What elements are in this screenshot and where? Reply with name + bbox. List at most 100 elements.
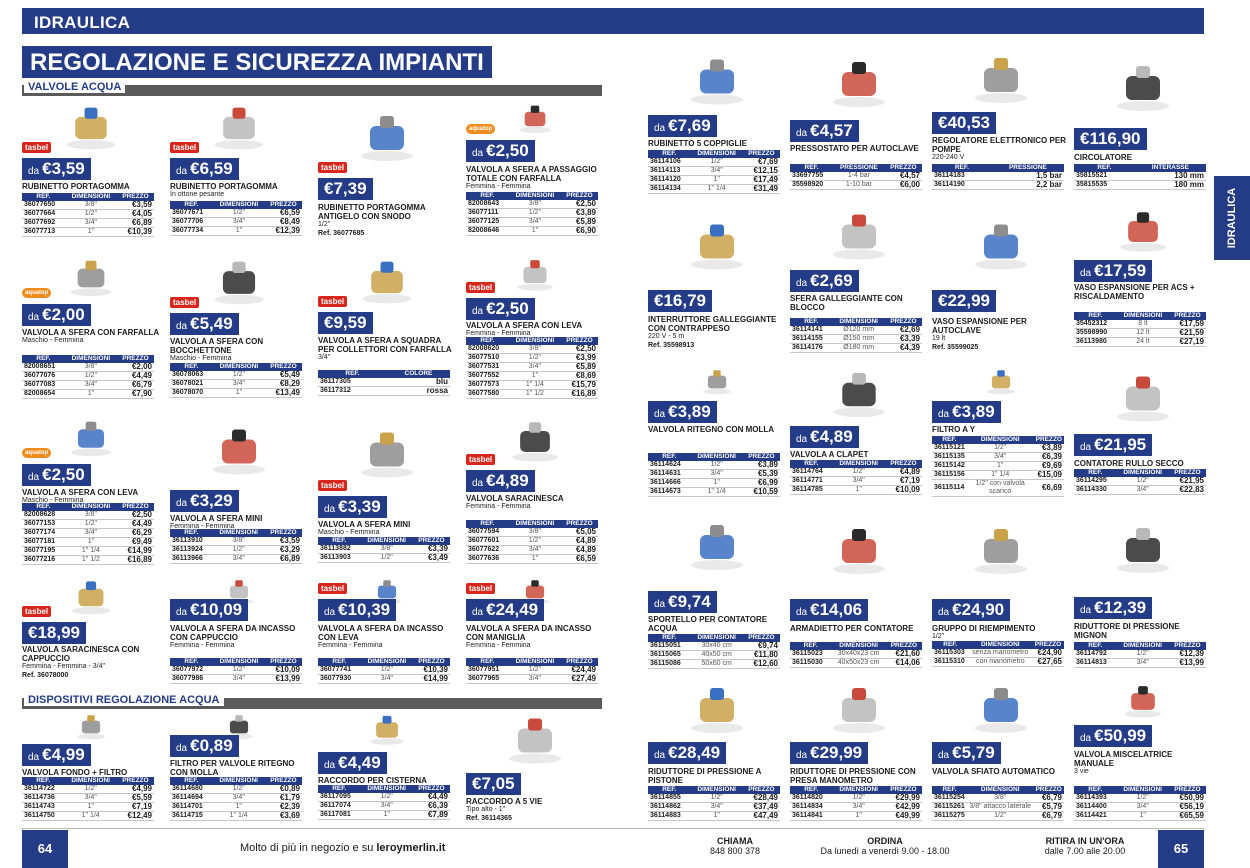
table-cell: 36115156 (932, 470, 967, 480)
table-header-cell: PREZZO (264, 658, 302, 666)
table-cell: €27,65 (1031, 657, 1064, 667)
table-cell: 36115261 (932, 802, 968, 812)
table-cell: 36114120 (648, 175, 691, 185)
table-cell: 3/4" (1116, 802, 1169, 812)
table-cell: 1" (508, 371, 561, 381)
table-cell: 36117095 (318, 793, 361, 802)
table-cell: 36077083 (22, 380, 65, 390)
table-cell: 1" (832, 485, 885, 495)
table-header-cell: REF. (648, 634, 691, 642)
price-value: €4,57 (810, 121, 853, 140)
table-cell: 36114673 (648, 487, 691, 497)
table-header-cell: PREZZO (264, 201, 302, 209)
table-cell: 3/8" (64, 511, 117, 520)
table-cell: 36077965 (466, 674, 509, 684)
price-tag: €16,79 (648, 290, 712, 312)
table-header-cell: PREZZO (1168, 469, 1206, 477)
page-number-left: 64 (22, 830, 68, 868)
table-cell: 24 lt (1116, 337, 1169, 347)
table-header-cell: REF. (648, 786, 691, 794)
table-cell: 1" (832, 811, 885, 821)
table-cell: 1" 1/4 (690, 184, 743, 194)
price-tag: da€21,95 (1074, 434, 1153, 456)
product-image (500, 256, 570, 294)
table-cell: €4,49 (116, 519, 154, 529)
product-subtitle: 220 V - 5 m (648, 333, 685, 340)
table-header-cell: DIMENSIONI (360, 537, 413, 545)
table-cell: 36114743 (22, 802, 65, 812)
table-cell: €4,89 (560, 536, 598, 546)
table-cell: 36114624 (648, 461, 691, 470)
table-cell: €3,29 (264, 545, 302, 555)
product-ref: Ref. 36078000 (22, 672, 69, 679)
price-tag: da€6,59 (170, 158, 239, 180)
price-value: €28,49 (668, 743, 721, 762)
table-cell: 36077622 (466, 545, 509, 555)
price-prefix: da (176, 498, 188, 509)
table-cell: 35598990 (1074, 328, 1117, 338)
table-cell: 1" (212, 802, 265, 812)
price-value: €3,89 (952, 402, 995, 421)
footer-site-link[interactable]: leroymerlin.it (376, 842, 446, 854)
product-name: FILTRO PER VALVOLE RITEGNO CON MOLLA (170, 759, 295, 777)
price-tag: €22,99 (932, 290, 996, 312)
table-cell: 36077531 (466, 362, 509, 372)
table-cell: 1/2" (508, 208, 561, 218)
table-cell: 36077181 (22, 537, 65, 547)
table-cell: €5,79 (1033, 802, 1064, 812)
table-header-cell: REF. (318, 785, 361, 793)
table-cell: 1/2" (64, 785, 117, 794)
price-prefix: da (654, 409, 666, 420)
table-cell: 36115086 (648, 659, 691, 669)
table-cell: 3/4" (360, 674, 413, 684)
price-tag: da€3,89 (932, 401, 1001, 423)
table-cell: 1/2" (212, 371, 265, 380)
table-cell: €6,39 (1033, 452, 1064, 462)
table-header-row: REF.PRESSIONE (932, 164, 1064, 172)
table-cell: 1" 1/4 (64, 811, 117, 821)
table-cell: 1" 1/4 (212, 811, 265, 821)
table-cell: 1" (212, 388, 265, 398)
price-value: €3,39 (338, 497, 381, 516)
table-cell: 3/8" (64, 363, 117, 372)
product-image (500, 712, 570, 769)
section-title-devices: DISPOSITIVI REGOLAZIONE ACQUA (24, 695, 224, 706)
table-cell: 1/2" (966, 444, 1034, 453)
price-value: €0,89 (190, 736, 233, 755)
price-prefix: da (796, 434, 808, 445)
table-cell: 82008646 (466, 226, 509, 236)
product-image (352, 256, 422, 308)
tasbel-brand-logo: tasbel (318, 162, 348, 173)
table-cell: 36077930 (318, 674, 361, 684)
price-tag: da€17,59 (1074, 260, 1153, 282)
table-cell: 1" (64, 227, 117, 237)
price-value: €10,09 (190, 600, 243, 619)
table-cell: €4,05 (116, 209, 154, 219)
table-cell: €13,99 (1168, 658, 1206, 668)
table-header-cell: PREZZO (412, 537, 450, 545)
table-header-cell: DIMENSIONI (212, 777, 265, 785)
price-value: €21,95 (1094, 435, 1147, 454)
